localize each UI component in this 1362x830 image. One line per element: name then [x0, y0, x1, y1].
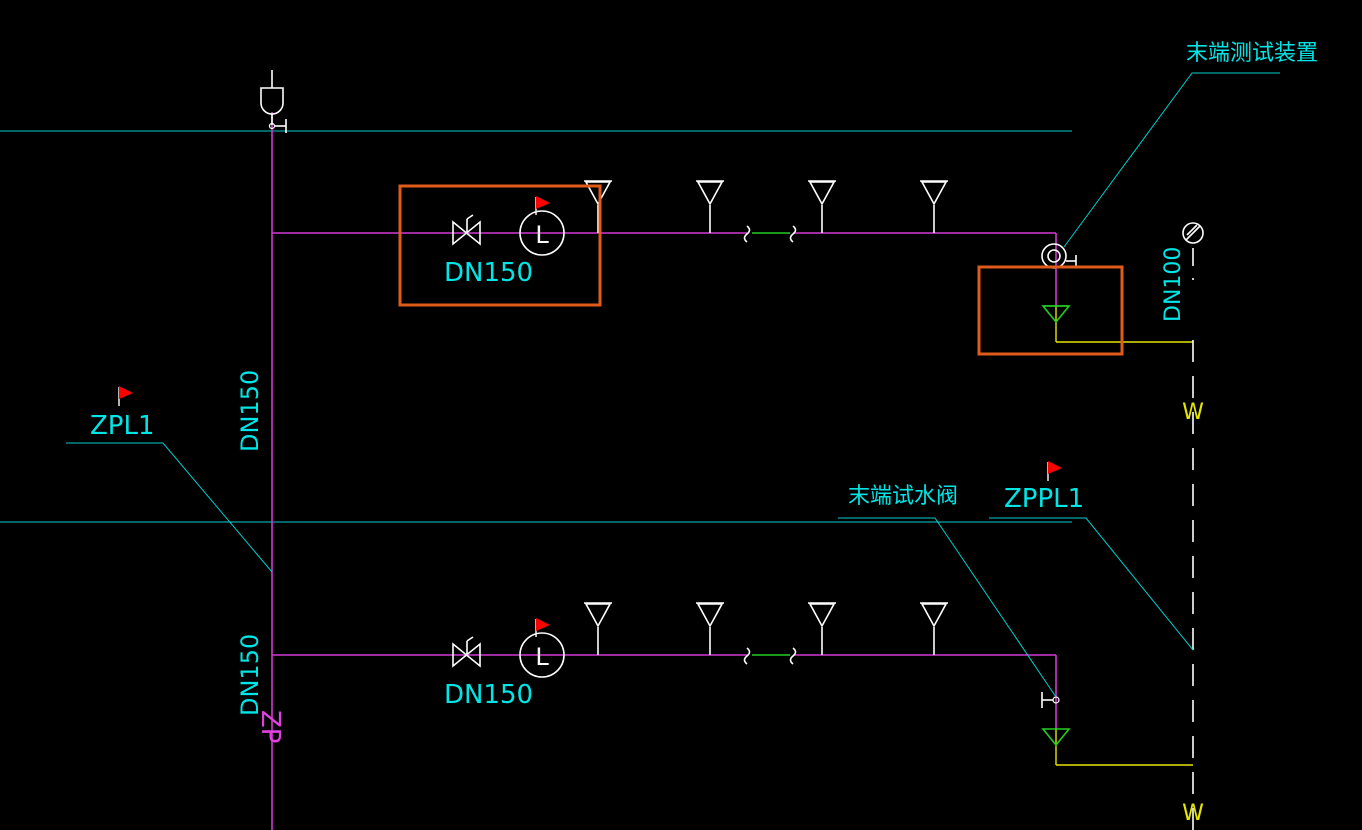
drain-pipe-mark-lower: W [1182, 801, 1204, 826]
terminal-test-valve-label: 末端试水阀 [848, 484, 958, 509]
sprinkler-head-icon [920, 602, 948, 655]
sprinkler-head-icon [920, 180, 948, 233]
highlight-box-valve-group [398, 184, 602, 307]
flow-indicator-symbol: L [535, 643, 549, 671]
riser-flag-left [118, 386, 133, 406]
exhaust-valve-icon [260, 70, 287, 133]
terminal-test-device-label: 末端测试装置 [1186, 41, 1318, 66]
highlight-box-drain [977, 265, 1124, 356]
open-drain-funnel-icon [1041, 728, 1071, 765]
drain-size-label: DN100 [1161, 247, 1186, 322]
riser-label-right: ZPPL1 [1004, 484, 1084, 514]
riser-left-leader [66, 442, 273, 573]
terminal-valve-leader [838, 517, 1057, 698]
terminal-device-leader [1063, 72, 1280, 248]
riser-flag-right [1047, 461, 1062, 481]
riser-size-label-upper: DN150 [236, 370, 264, 452]
flow-indicator-icon [519, 618, 565, 678]
riser-label-left: ZPL1 [90, 411, 155, 441]
drain-pipe-mark-upper: W [1182, 400, 1204, 425]
sprinkler-head-icon [696, 180, 724, 233]
riser-size-label-lower: DN150 [236, 634, 264, 716]
open-drain-funnel-icon [1041, 305, 1071, 342]
riser-right-leader [989, 517, 1194, 651]
sprinkler-head-icon [808, 180, 836, 233]
pressure-gauge-icon [1041, 243, 1077, 269]
pipe-break-icon [743, 647, 797, 665]
vent-cap-icon [1182, 222, 1204, 244]
riser-code-label: ZP [255, 710, 285, 744]
lower-branch-size-label: DN150 [444, 680, 533, 710]
upper-branch-size-label: DN150 [444, 258, 533, 288]
sprinkler-head-icon [696, 602, 724, 655]
flow-indicator-symbol: L [535, 221, 549, 249]
sprinkler-head-icon [808, 602, 836, 655]
flow-indicator-icon [519, 196, 565, 256]
sprinkler-head-icon [584, 180, 612, 233]
signal-valve-icon [452, 636, 481, 668]
signal-valve-icon [452, 214, 481, 246]
sprinkler-head-icon [584, 602, 612, 655]
pipe-break-icon [743, 225, 797, 243]
